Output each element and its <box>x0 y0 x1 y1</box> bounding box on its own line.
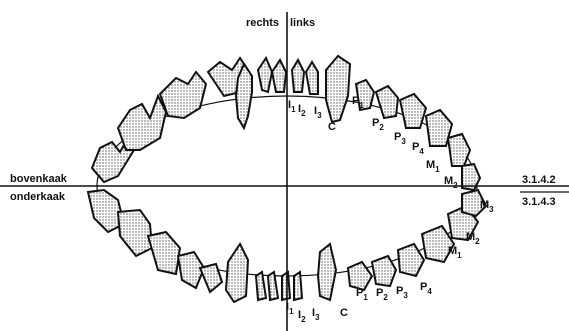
tooth-shape <box>376 86 398 118</box>
lower-tooth-label-4: C <box>340 307 348 319</box>
upper-tooth-label-4: C <box>328 121 336 133</box>
upper-jaw-teeth-left <box>292 56 480 190</box>
tooth-shape <box>400 94 426 128</box>
tooth-shape <box>226 244 248 302</box>
tooth-shape <box>160 72 206 118</box>
tooth-shape <box>272 60 286 92</box>
tooth-shape <box>448 134 470 166</box>
tooth-shape <box>306 62 318 94</box>
tooth-shape <box>318 244 336 300</box>
tooth-shape <box>294 272 302 300</box>
label-links: links <box>290 17 315 29</box>
upper-tooth-label-2: I2 <box>298 103 306 118</box>
lower-tooth-label-6: P2 <box>376 287 388 302</box>
lower-tooth-label-11: M3 <box>480 199 494 214</box>
lower-tooth-label-7: P3 <box>396 285 408 300</box>
lower-tooth-label-2: I2 <box>298 309 306 324</box>
upper-tooth-label-3: I3 <box>314 105 322 120</box>
tooth-shape <box>200 264 222 292</box>
tooth-shape <box>282 272 290 300</box>
tooth-shape <box>326 56 350 122</box>
lower-jaw-teeth <box>88 190 278 302</box>
label-formula-lower: 3.1.4.3 <box>522 196 556 208</box>
tooth-shape <box>118 96 166 150</box>
lower-tooth-label-5: P1 <box>356 287 368 302</box>
tooth-shape <box>256 272 266 300</box>
lower-tooth-label-8: P4 <box>420 281 432 296</box>
tooth-shape <box>348 262 372 290</box>
tooth-shape <box>292 60 304 92</box>
upper-tooth-label-7: P3 <box>394 131 406 146</box>
upper-tooth-label-9: M1 <box>426 159 440 174</box>
tooth-shape <box>148 232 180 274</box>
label-bovenkaak: bovenkaak <box>10 173 68 185</box>
tooth-shape <box>398 244 424 276</box>
tooth-shape <box>118 210 152 256</box>
tooth-shape <box>258 58 272 92</box>
upper-tooth-label-8: P4 <box>412 141 424 156</box>
lower-tooth-label-9: M1 <box>448 245 462 260</box>
label-formula-upper: 3.1.4.2 <box>522 174 556 186</box>
upper-tooth-label-1: I1 <box>288 99 296 114</box>
label-onderkaak: onderkaak <box>10 191 66 203</box>
upper-tooth-label-10: M2 <box>444 175 458 190</box>
upper-jaw-teeth <box>92 58 286 182</box>
label-rechts: rechts <box>246 17 279 29</box>
upper-tooth-label-6: P2 <box>372 117 384 132</box>
lower-tooth-label-10: M2 <box>466 231 480 246</box>
lower-tooth-label-3: I3 <box>312 307 320 322</box>
